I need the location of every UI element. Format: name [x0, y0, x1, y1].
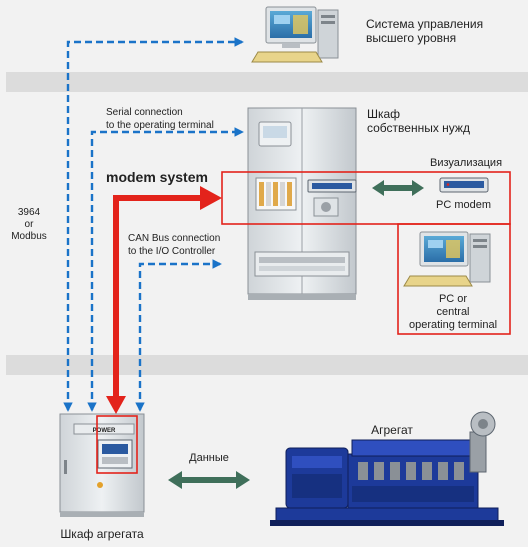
top-system-label-line1: Система управления [366, 17, 483, 31]
terminal-highlight-box [397, 223, 511, 335]
serial-line [87, 127, 244, 412]
protocol-label-line3: Modbus [11, 231, 47, 242]
canbus-label-line1: CAN Bus connection [128, 233, 220, 244]
canbus-label-line2: to the I/O Controller [128, 246, 216, 257]
protocol-line [63, 37, 244, 412]
modem-connection-arrow [106, 186, 222, 414]
top-computer-icon [251, 6, 339, 63]
serial-label-line2: to the operating terminal [106, 120, 214, 131]
modem-data-arrow [372, 180, 424, 196]
separator-band-top [6, 72, 528, 92]
data-label: Данные [189, 452, 229, 464]
canbus-line [135, 259, 222, 412]
genset-label: Агрегат [371, 423, 413, 437]
plc-modules [255, 177, 297, 211]
protocol-label-line1: 3964 [18, 207, 41, 218]
pc-terminal-label-line3: operating terminal [409, 319, 497, 331]
aux-cabinet-label-line1: Шкаф [367, 107, 400, 121]
genset-controller-highlight [96, 415, 138, 474]
pc-modem-icon [439, 177, 489, 193]
aux-cabinet-icon [247, 107, 357, 300]
modem-system-label: modem system [106, 169, 208, 185]
genset-engine-icon [270, 411, 504, 526]
aux-cabinet-label-line2: собственных нужд [367, 121, 470, 135]
cabinet-modem-icon [307, 179, 357, 193]
pc-terminal-icon [403, 231, 491, 287]
visualization-label: Визуализация [430, 157, 502, 169]
separator-band-bottom [6, 355, 528, 375]
pc-terminal-label-line2: central [436, 306, 469, 318]
genset-data-arrow [168, 471, 250, 489]
pc-modem-label: PC modem [436, 199, 491, 211]
genset-cabinet-icon: POWER [59, 413, 145, 517]
genset-cabinet-label: Шкаф агрегата [60, 527, 144, 541]
serial-label-line1: Serial connection [106, 107, 183, 118]
top-system-label-line2: высшего уровня [366, 31, 456, 45]
protocol-label-line2: or [25, 219, 35, 230]
panel-brand-label: POWER [93, 428, 116, 434]
pc-terminal-label-line1: PC or [439, 293, 467, 305]
dashed-connections [63, 37, 244, 412]
